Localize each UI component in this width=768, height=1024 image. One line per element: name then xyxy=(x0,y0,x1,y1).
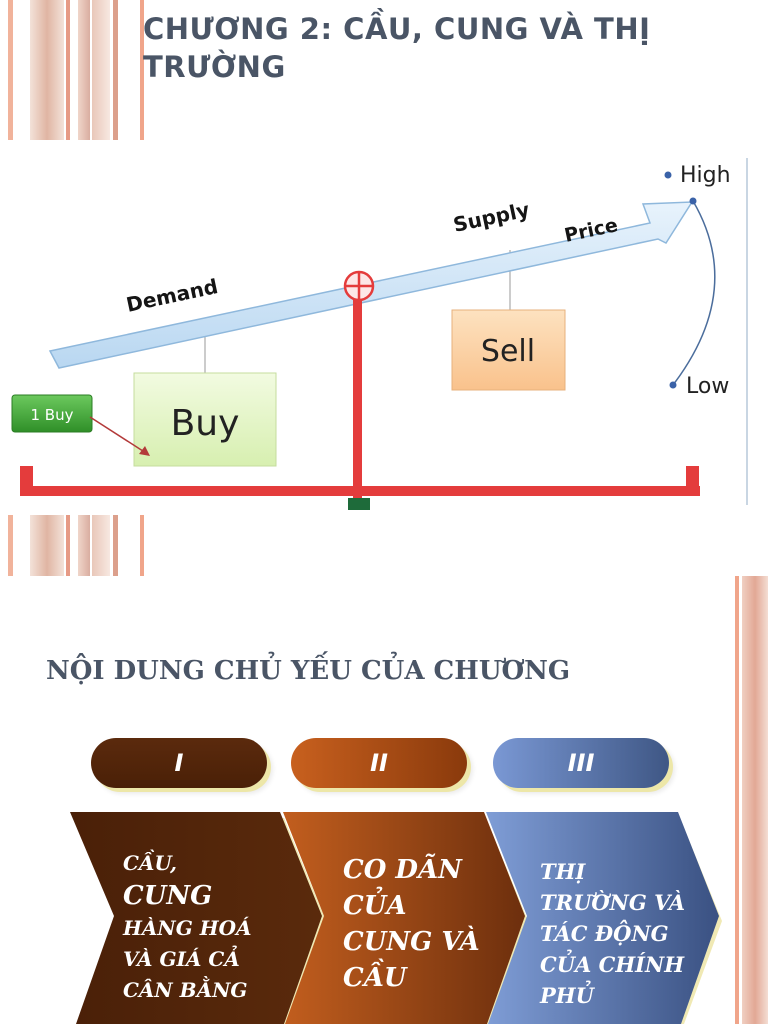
decor-stripe xyxy=(140,0,144,140)
scale-base xyxy=(20,486,700,496)
buy-box-label: Buy xyxy=(171,403,240,444)
section-pill-1: I xyxy=(91,738,267,788)
decor-stripe xyxy=(742,576,768,1024)
decor-stripe xyxy=(735,576,739,1024)
buy-tag-label: 1 Buy xyxy=(31,406,74,424)
low-label: Low xyxy=(686,374,729,399)
chevron-3-line: TÁC ĐỘNG xyxy=(540,921,669,946)
slide-1: CHƯƠNG 2: CẦU, CUNG VÀ THỊ TRƯỜNG xyxy=(0,0,768,576)
chevron-3-line: THỊ xyxy=(540,859,586,884)
chevron-1-line: HÀNG HOÁ xyxy=(123,916,252,940)
chevron-3-text: THỊ TRƯỜNG VÀ TÁC ĐỘNG CỦA CHÍNH PHỦ xyxy=(540,856,685,1011)
decor-stripe xyxy=(30,0,64,140)
price-arc xyxy=(672,200,716,386)
tag-pointer-head xyxy=(139,446,150,456)
sell-box xyxy=(451,309,566,391)
chevron-3-line: CỦA CHÍNH xyxy=(540,952,685,977)
slide-1-title: CHƯƠNG 2: CẦU, CUNG VÀ THỊ TRƯỜNG xyxy=(143,10,743,86)
buy-tag xyxy=(11,394,93,433)
decor-stripe xyxy=(66,0,70,140)
chevron-1-line: CẦU, xyxy=(123,851,178,875)
chevron-2-line: CỦA xyxy=(343,891,407,921)
section-pill-2: II xyxy=(291,738,467,788)
decor-stripe xyxy=(113,0,118,140)
high-dot xyxy=(664,171,672,179)
chevron-1-line: CÂN BẰNG xyxy=(123,978,248,1002)
decor-stripe xyxy=(66,515,70,576)
decor-stripe xyxy=(92,515,110,576)
decor-stripe xyxy=(113,515,118,576)
decor-stripe xyxy=(78,0,90,140)
decor-stripe xyxy=(8,515,13,576)
chevron-1-line: VÀ GIÁ CẢ xyxy=(123,947,240,971)
supply-label: Supply xyxy=(451,197,531,237)
sell-box-label: Sell xyxy=(481,334,535,369)
chevron-3-line: TRƯỜNG VÀ xyxy=(540,890,686,915)
buy-box xyxy=(133,372,277,467)
base-right-post xyxy=(686,466,699,494)
chevron-2-text: CO DÃN CỦA CUNG VÀ CẦU xyxy=(343,852,480,996)
decor-stripe xyxy=(30,515,64,576)
pivot-post xyxy=(353,290,362,500)
arc-dot xyxy=(689,197,697,205)
chevron-3 xyxy=(486,812,719,1024)
chevron-1-text: CẦU, CUNG HÀNG HOÁ VÀ GIÁ CẢ CÂN BẰNG xyxy=(123,848,252,1006)
slide-2-title: NỘI DUNG CHỦ YẾU CỦA CHƯƠNG xyxy=(46,656,571,686)
slide-2: NỘI DUNG CHỦ YẾU CỦA CHƯƠNG I II III CẦU… xyxy=(0,576,768,1024)
chevron-2-line: CẦU xyxy=(343,963,407,993)
chevron-2 xyxy=(283,812,525,1024)
chevron-1-line: CUNG xyxy=(123,881,213,911)
base-left-post xyxy=(20,466,33,494)
high-label: High xyxy=(680,163,731,188)
decor-stripe xyxy=(92,0,110,140)
chevron-3-line: PHỦ xyxy=(540,983,594,1008)
chevron-2-line: CO DÃN xyxy=(343,855,462,885)
section-pill-3: III xyxy=(493,738,669,788)
base-foot xyxy=(348,498,370,510)
chevron-1 xyxy=(70,812,322,1024)
supply-demand-scale-illustration: Demand Supply Price Buy Sell 1 Buy xyxy=(0,140,768,510)
title-line: CHƯƠNG 2: CẦU, CUNG VÀ THỊ xyxy=(143,12,651,46)
chevron-2-line: CUNG VÀ xyxy=(343,927,480,957)
decor-stripe xyxy=(8,0,13,140)
low-dot xyxy=(669,381,677,389)
scale-svg: Demand Supply Price Buy Sell 1 Buy xyxy=(11,158,748,510)
decor-stripe xyxy=(140,515,144,576)
decor-stripe xyxy=(78,515,90,576)
demand-label: Demand xyxy=(124,274,220,317)
title-line: TRƯỜNG xyxy=(143,50,286,84)
chevron-process-svg xyxy=(70,812,722,1024)
tag-pointer xyxy=(89,416,147,454)
